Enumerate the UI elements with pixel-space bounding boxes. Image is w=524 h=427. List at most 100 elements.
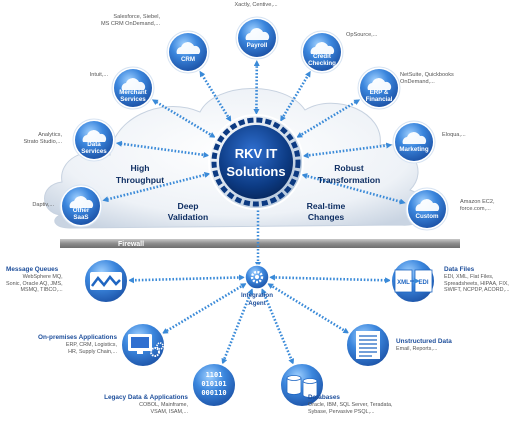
node-label-line2: Checking [308,60,336,67]
connection-onprem-apps [164,285,244,333]
connection-message-queues [131,277,242,280]
node-label-line1: Other [73,207,90,214]
integration-agent: Integration Agent [241,265,273,307]
legacy-data-label: Legacy Data & Applications COBOL, Mainfr… [104,394,188,415]
node-label-line1: Payroll [247,42,268,49]
node-label-line1: Merchant [119,89,147,96]
label-desc: ERP, CRM, Logistics, [38,342,117,349]
hub-title-line1: RKV IT [235,146,278,161]
capability-line2: Throughput [116,175,164,185]
payroll-caption: Xactly, Centive,... [234,2,277,9]
crm-caption: Salesforce, Siebel, MS CRM OnDemand,... [101,14,160,28]
label-desc: VSAM, ISAM,... [104,409,188,416]
capability-line1: Robust [334,163,364,173]
label-title: Legacy Data & Applications [104,394,188,402]
label-desc: WebSphere MQ, [6,274,63,281]
custom-caption: Amazon EC2, force.com,... [460,199,495,213]
label-title: Unstructured Data [396,338,452,346]
node-crm: CRM [167,31,209,73]
label-title: On-premises Applications [38,334,117,342]
node-label-line1: Marketing [399,146,428,153]
caption-line: Xactly, Centive,... [234,2,277,9]
marketing-caption: Eloqua,... [442,132,466,139]
databases-label: Databases Oracle, IBM, SQL Server, Terad… [308,394,393,415]
node-payroll: Payroll [236,17,278,59]
data-files-label: Data Files EDI, XML, Flat Files, Spreads… [444,266,510,294]
label-desc: Sybase, Pervasive PSQL,... [308,409,393,416]
hub-title-line2: Solutions [226,164,285,179]
agent-line1: Integration [241,292,273,299]
onprem-data-files: XML EDI [391,259,435,303]
caption-line: Analytics, [23,132,62,139]
agent-line2: Agent [248,300,266,307]
firewall-bar: Firewall [60,239,460,248]
unstructured-data-label: Unstructured Data Email, Reports,... [396,338,452,353]
node-label-line2: Services [81,148,107,155]
caption-line: Amazon EC2, [460,199,495,206]
caption-line: OpSource,... [346,32,377,39]
caption-line: force.com,... [460,206,495,213]
label-desc: Sonic, Oracle AQ, JMS, [6,281,63,288]
capability-line1: High [130,163,149,173]
caption-line: MS CRM OnDemand,... [101,21,160,28]
xml-label: XML [397,280,410,286]
label-desc: HR, Supply Chain,... [38,349,117,356]
connection-databases [263,291,293,362]
capability-line2: Transformation [318,175,381,185]
message-wave-icon [90,272,122,290]
onprem-message-queues [84,259,128,303]
node-label-line2: Financial [366,96,393,103]
caption-line: Strato Studio,... [23,139,62,146]
label-title: Message Queues [6,266,63,274]
node-label-line2: SaaS [73,214,88,221]
caption-line: Eloqua,... [442,132,466,139]
binary-row: 1101 [206,371,223,379]
label-desc: SWIFT, NCPDP, ACORD,... [444,287,510,294]
edi-label: EDI [418,280,428,286]
node-erp-financial: ERP &Financial [358,67,400,109]
firewall-label: Firewall [118,241,144,248]
node-label-line1: Data [87,141,101,148]
data-services-caption: Analytics, Strato Studio,... [23,132,62,146]
label-title: Databases [308,394,393,402]
node-label-line1: ERP & [370,89,389,96]
capability-line2: Changes [308,212,345,222]
binary-row: 010101 [201,380,226,388]
caption-line: Salesforce, Siebel, [101,14,160,21]
capability-line2: Validation [168,212,209,222]
connection-data-files [272,277,388,280]
capability-realtime-changes: Real-time Changes [307,201,346,222]
binary-row: 000110 [201,389,226,397]
caption-line: Daptiv,... [32,202,54,209]
node-label-line1: CRM [181,56,195,63]
label-desc: EDI, XML, Flat Files, [444,274,510,281]
label-desc: MSMQ, TIBCO,... [6,287,63,294]
label-desc: Email, Reports,... [396,346,452,353]
node-label-line1: Credit [313,53,331,60]
onprem-unstructured-data [346,323,390,367]
other-saas-caption: Daptiv,... [32,202,54,209]
message-queues-label: Message Queues WebSphere MQ, Sonic, Orac… [6,266,63,294]
label-desc: Oracle, IBM, SQL Server, Teradata, [308,402,393,409]
capability-line1: Real-time [307,201,346,211]
label-title: Data Files [444,266,510,274]
connection-legacy-data [223,291,251,362]
node-label-line2: Services [120,96,146,103]
node-marketing: Marketing [393,121,435,163]
rkv-hub: RKV IT Solutions [209,115,303,209]
capability-line1: Deep [177,201,198,211]
onprem-apps-label: On-premises Applications ERP, CRM, Logis… [38,334,117,355]
node-custom: Custom [406,188,448,230]
connection-unstructured-data [270,285,347,332]
caption-line: OnDemand,... [400,79,454,86]
onprem-applications [121,323,165,367]
merchant-services-caption: Intuit,... [90,72,108,79]
credit-checking-caption: OpSource,... [346,32,377,39]
label-desc: Spreadsheets, HIPAA, FIX, [444,281,510,288]
